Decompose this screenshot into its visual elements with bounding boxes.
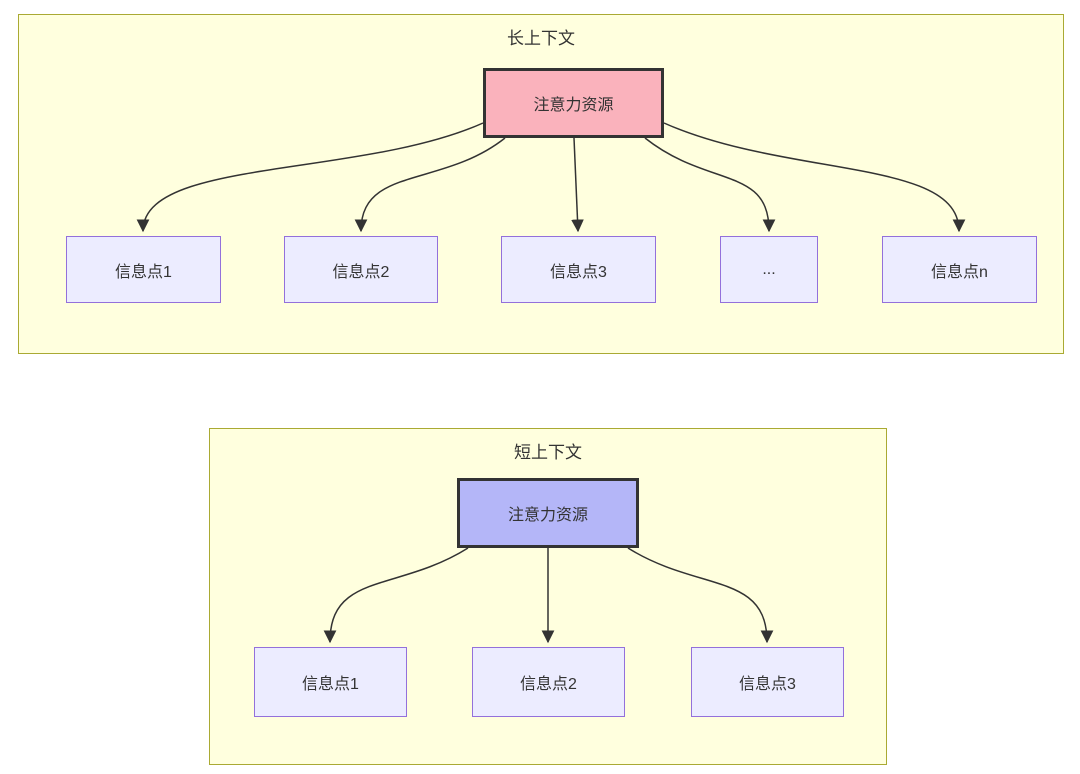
info-node-short-1: 信息点1 — [254, 647, 407, 717]
info-node-short-2: 信息点2 — [472, 647, 625, 717]
info-node-long-n: 信息点n — [882, 236, 1037, 303]
info-node-long-2: 信息点2 — [284, 236, 438, 303]
attention-node-short: 注意力资源 — [457, 478, 639, 548]
attention-node-long: 注意力资源 — [483, 68, 664, 138]
section-short-title: 短上下文 — [514, 443, 582, 462]
info-node-long-3: 信息点3 — [501, 236, 656, 303]
info-node-long-1: 信息点1 — [66, 236, 221, 303]
section-long-context: 长上下文 — [18, 14, 1064, 354]
info-node-short-3: 信息点3 — [691, 647, 844, 717]
info-node-long-ellipsis: ... — [720, 236, 818, 303]
section-long-title: 长上下文 — [507, 29, 575, 48]
